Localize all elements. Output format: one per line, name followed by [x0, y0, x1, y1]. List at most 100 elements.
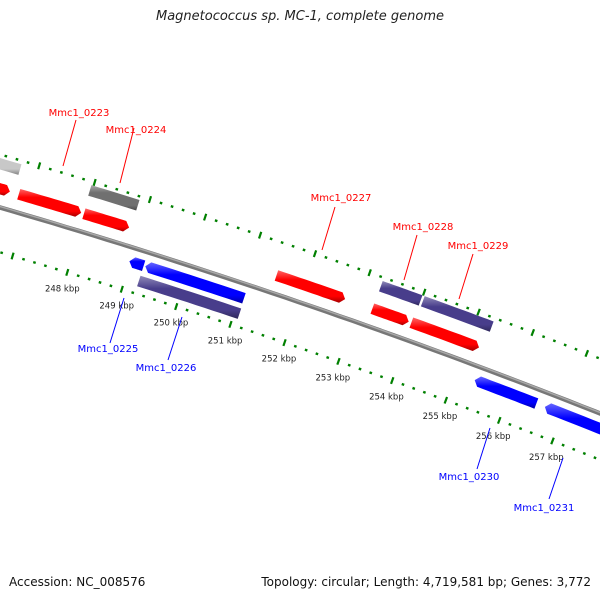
ruler-minor-tick: [357, 267, 361, 271]
ruler-minor-tick: [126, 191, 130, 195]
gene-label-leader-line: [403, 234, 418, 281]
ruler-minor-tick: [76, 274, 80, 278]
ruler-major-tick: [496, 416, 502, 425]
map-title: Magnetococcus sp. MC-1, complete genome: [155, 9, 445, 24]
forward-gene[interactable]: [274, 270, 346, 303]
ruler-tick-label: 253 kbp: [315, 373, 350, 383]
ruler-minor-tick: [498, 318, 502, 322]
ruler-minor-tick: [218, 319, 222, 323]
gene-label-leader-line: [548, 457, 564, 500]
ruler-minor-tick: [293, 344, 297, 348]
gene-label-leader-line: [321, 206, 336, 251]
ruler-minor-tick: [280, 240, 284, 245]
ruler-major-tick: [257, 231, 263, 239]
ruler-major-tick: [312, 250, 318, 258]
reverse-gene[interactable]: [544, 403, 600, 453]
forward-gene[interactable]: [370, 303, 409, 326]
ruler-minor-tick: [593, 456, 597, 460]
ruler-minor-tick: [369, 371, 373, 375]
ruler-minor-tick: [582, 451, 587, 456]
gene-label-leader-line: [458, 253, 474, 300]
ruler-major-tick: [92, 178, 97, 187]
gene-label[interactable]: Mmc1_0223: [49, 108, 110, 119]
ruler-minor-tick: [574, 347, 578, 351]
forward-gene[interactable]: [17, 189, 82, 217]
ruler-minor-tick: [32, 260, 37, 265]
ruler-minor-tick: [595, 356, 600, 360]
ruler-minor-tick: [163, 301, 167, 305]
feature-box[interactable]: [0, 145, 22, 175]
ruler-minor-tick: [137, 194, 141, 198]
ruler-minor-tick: [541, 335, 546, 339]
ruler-major-tick: [10, 252, 15, 260]
ruler-minor-tick: [422, 390, 427, 394]
ruler-minor-tick: [400, 282, 405, 286]
gene-label[interactable]: Mmc1_0226: [136, 363, 197, 374]
reverse-gene[interactable]: [145, 262, 246, 304]
features: [0, 145, 600, 453]
ruler-minor-tick: [326, 356, 330, 360]
backbone: [0, 205, 600, 416]
ruler-minor-tick: [152, 298, 157, 302]
gene-label[interactable]: Mmc1_0225: [78, 344, 139, 355]
ruler-minor-tick: [379, 375, 384, 379]
backbone-line: [0, 205, 600, 416]
ruler-major-tick: [37, 162, 42, 170]
feature-box[interactable]: [88, 185, 140, 211]
gene-label[interactable]: Mmc1_0231: [514, 503, 575, 514]
ruler-minor-tick: [87, 277, 91, 281]
ruler-major-tick: [530, 328, 536, 337]
ruler-minor-tick: [324, 255, 328, 260]
genome-summary-text: Topology: circular; Length: 4,719,581 bp…: [261, 575, 591, 589]
accession-text: Accession: NC_008576: [9, 575, 146, 589]
gene-label-leader-line: [62, 119, 77, 167]
ruler-minor-tick: [389, 278, 394, 283]
ruler-minor-tick: [0, 251, 4, 255]
gene-label[interactable]: Mmc1_0224: [106, 125, 167, 136]
forward-gene[interactable]: [82, 208, 130, 232]
ruler-major-tick: [228, 320, 233, 329]
ruler-minor-tick: [291, 244, 295, 248]
ruler-major-tick: [476, 308, 481, 316]
ruler-minor-tick: [487, 314, 492, 318]
ruler-minor-tick: [347, 363, 351, 367]
ruler-minor-tick: [401, 382, 405, 387]
gene-label-leader-line: [119, 127, 135, 184]
gene-label-leader-line: [109, 297, 125, 344]
ruler-minor-tick: [141, 294, 146, 298]
ruler-minor-tick: [476, 410, 480, 414]
forward-gene[interactable]: [0, 176, 10, 196]
ruler-minor-tick: [412, 386, 416, 390]
ruler-minor-tick: [192, 212, 196, 216]
gene-label[interactable]: Mmc1_0230: [439, 472, 500, 483]
reverse-gene[interactable]: [474, 376, 539, 409]
ruler-minor-tick: [225, 222, 229, 226]
reverse-gene[interactable]: [129, 257, 146, 271]
gene-label[interactable]: Mmc1_0228: [393, 222, 454, 233]
feature-box[interactable]: [420, 296, 494, 332]
ruler-major-tick: [203, 213, 208, 221]
ruler-tick-label: 255 kbp: [423, 412, 458, 422]
ruler-minor-tick: [444, 298, 448, 302]
ruler-major-tick: [443, 396, 449, 404]
gene-label[interactable]: Mmc1_0229: [448, 241, 509, 252]
ruler-minor-tick: [508, 422, 512, 427]
forward-gene[interactable]: [409, 317, 480, 352]
ruler-minor-tick: [269, 237, 273, 241]
ruler-minor-tick: [207, 315, 211, 319]
ruler-minor-tick: [529, 431, 533, 435]
ruler-minor-tick: [561, 443, 565, 447]
ruler-minor-tick: [520, 326, 524, 331]
ruler-minor-tick: [455, 302, 459, 306]
ruler-minor-tick: [261, 333, 265, 337]
ruler-minor-tick: [196, 312, 200, 316]
ruler-tick-label: 249 kbp: [99, 302, 134, 312]
ruler-minor-tick: [98, 280, 102, 284]
gene-label[interactable]: Mmc1_0227: [311, 193, 372, 204]
feature-box[interactable]: [137, 275, 242, 319]
ruler-tick-label: 251 kbp: [208, 337, 243, 347]
ruler-minor-tick: [454, 402, 459, 406]
feature-box[interactable]: [379, 281, 423, 306]
